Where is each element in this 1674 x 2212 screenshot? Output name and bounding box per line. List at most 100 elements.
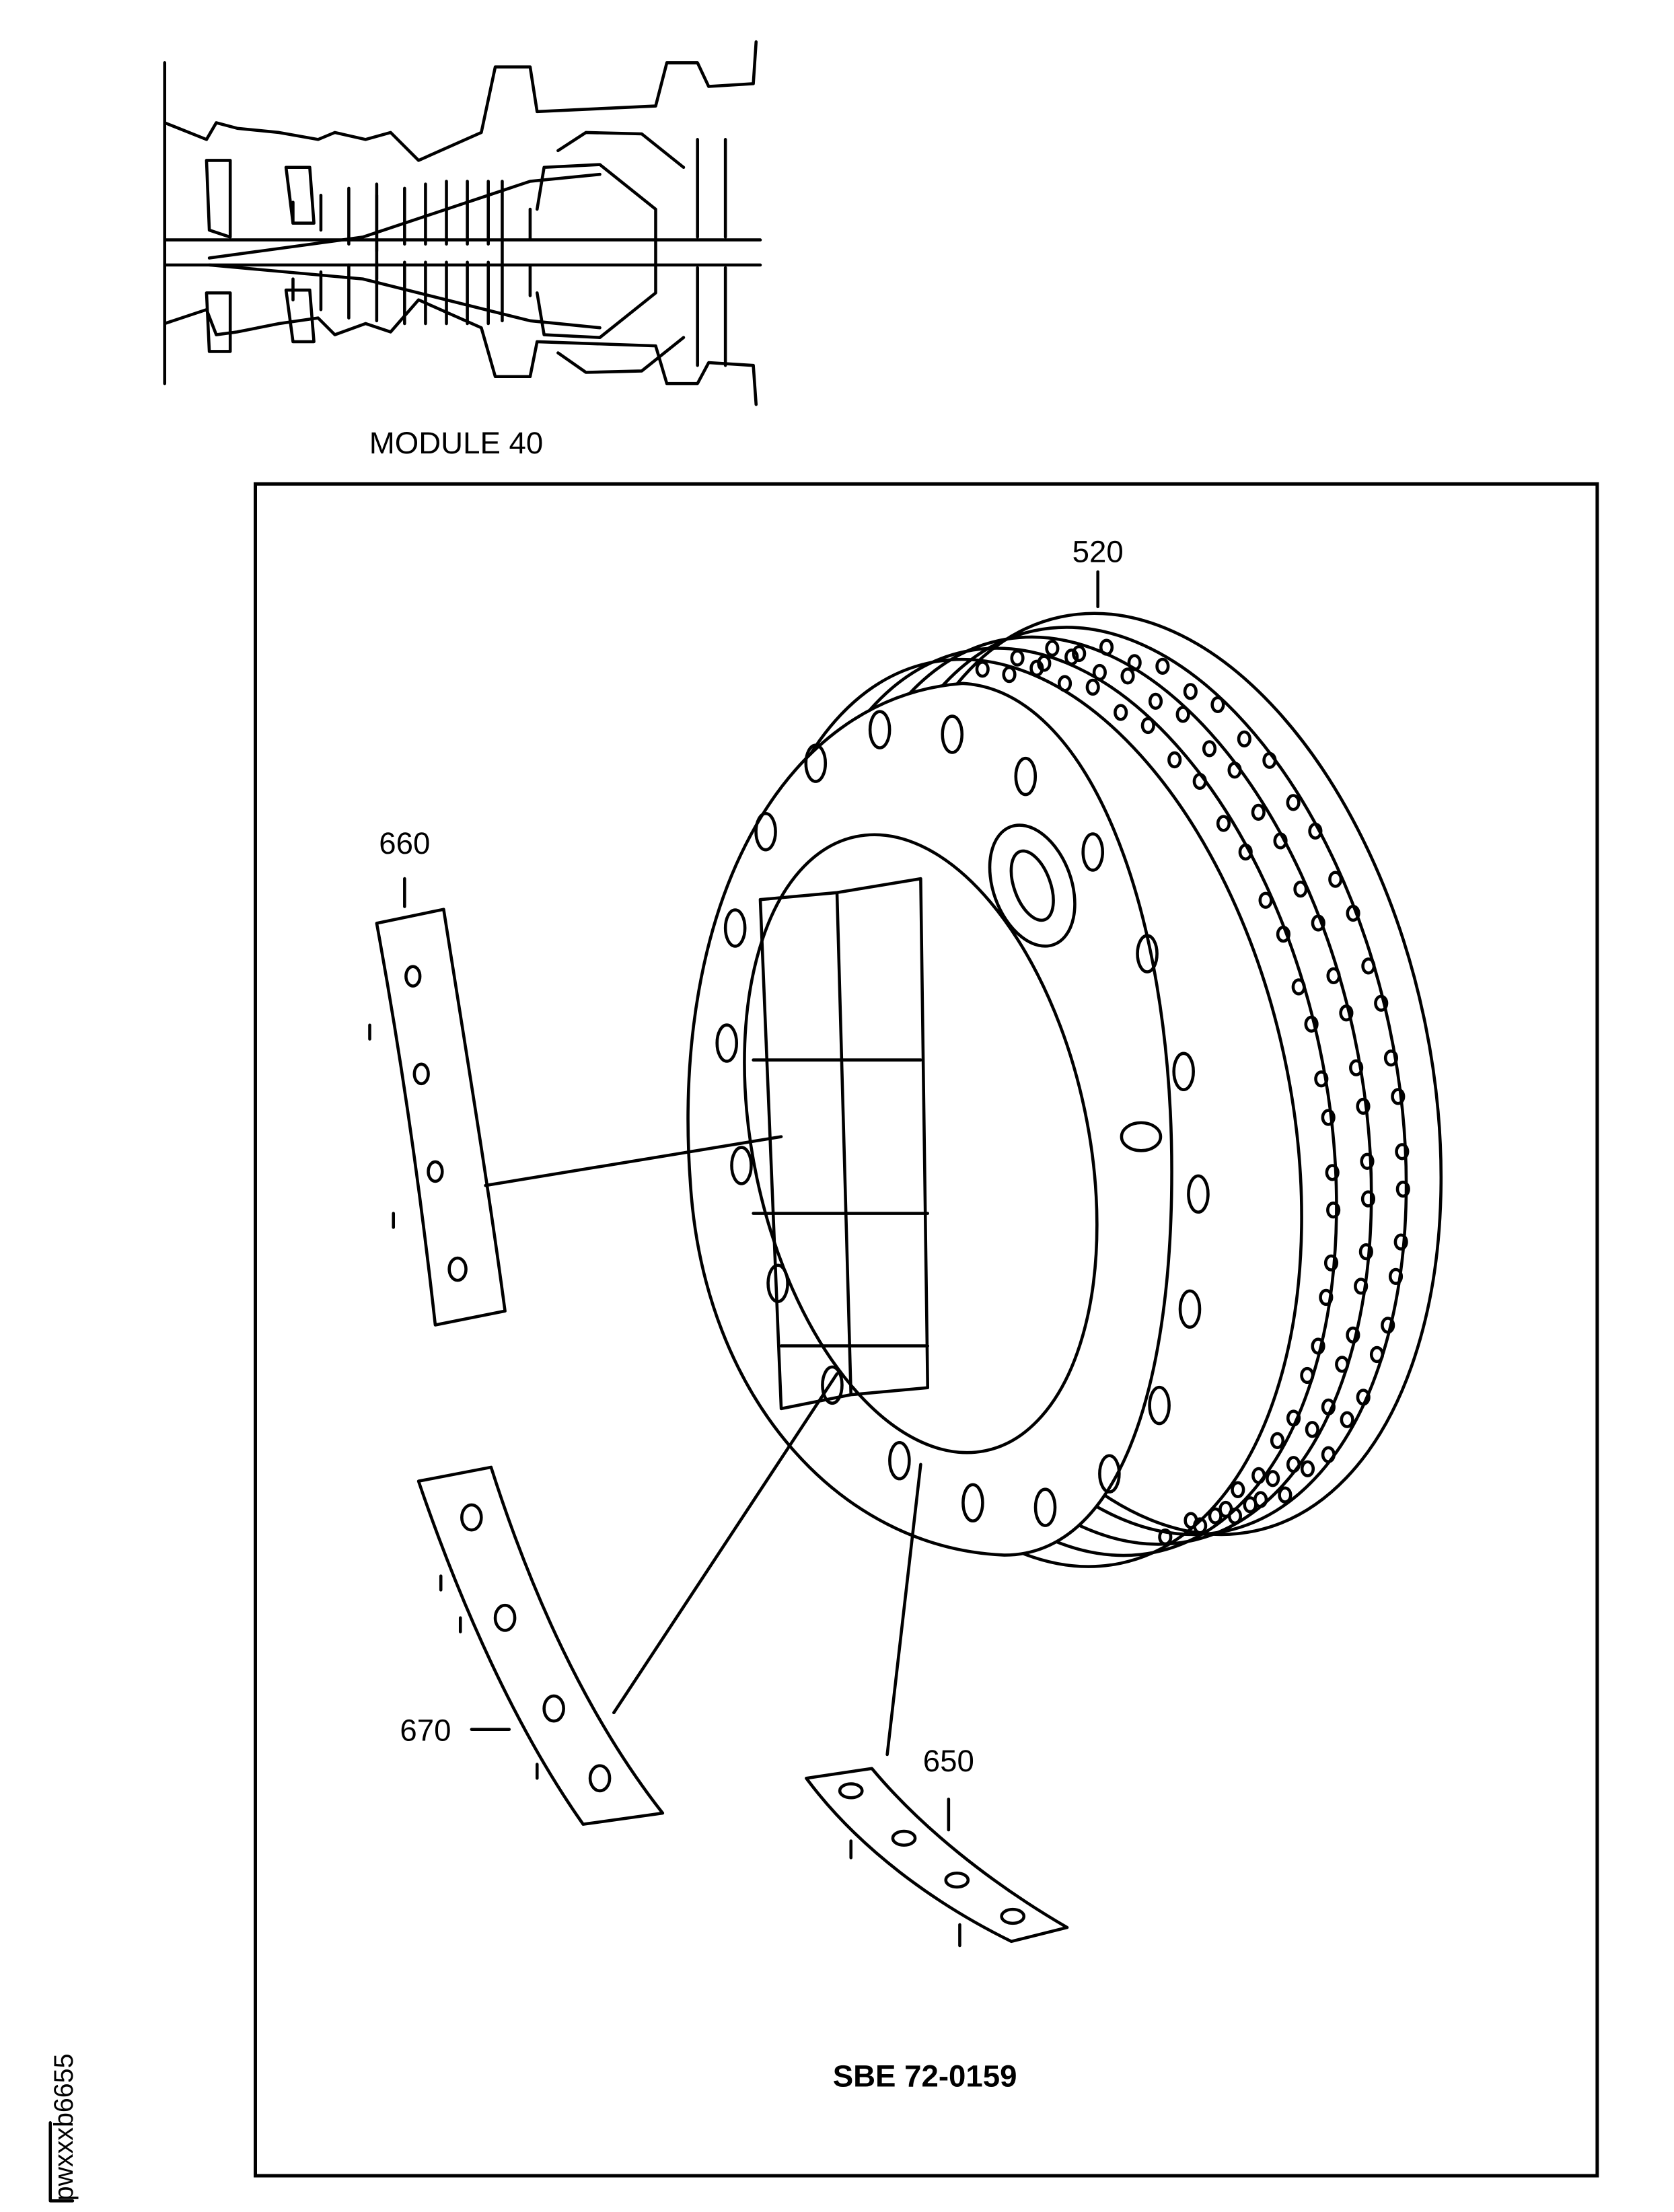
cooling-hole: [1045, 639, 1060, 657]
cooling-hole: [1276, 925, 1290, 943]
cooling-hole: [1300, 1366, 1315, 1385]
cooling-hole: [1286, 1409, 1301, 1427]
ring-bolt-hole: [723, 908, 747, 948]
cooling-hole: [1354, 1278, 1369, 1295]
ring-bolt-hole: [730, 1146, 753, 1185]
cooling-hole: [1114, 704, 1128, 721]
pointer-line-660: [484, 1135, 783, 1187]
cooling-hole: [1346, 904, 1360, 922]
callout-660: 660: [379, 826, 430, 860]
cooling-hole: [1140, 716, 1155, 735]
cooling-hole: [1293, 880, 1308, 898]
cooling-hole: [1395, 1180, 1410, 1198]
cooling-hole: [1319, 1288, 1334, 1306]
callout-670: 670: [400, 1713, 451, 1747]
ring-bolt-hole: [766, 1263, 789, 1303]
ring-bolt-hole: [961, 1483, 984, 1523]
cooling-hole: [1037, 655, 1052, 672]
cooling-hole: [1238, 843, 1253, 861]
cooling-hole: [1308, 822, 1323, 840]
cooling-hole: [1321, 1446, 1336, 1463]
cooling-hole: [1193, 1517, 1208, 1535]
cooling-hole: [1148, 692, 1163, 710]
cooling-hole: [1002, 665, 1017, 684]
cooling-hole: [1383, 1049, 1399, 1067]
cooling-hole: [1305, 1421, 1319, 1438]
cooling-hole: [1085, 678, 1100, 696]
cooling-hole: [1158, 1528, 1173, 1546]
cooling-hole: [1321, 1398, 1336, 1416]
cooling-hole: [1300, 1460, 1315, 1477]
callout-650: 650: [923, 1744, 974, 1778]
cooling-hole: [1393, 1233, 1408, 1251]
cooling-hole: [1328, 871, 1343, 888]
cooling-hole: [1208, 1507, 1223, 1524]
cooling-hole: [1326, 1202, 1341, 1219]
cooling-hole: [1099, 638, 1114, 656]
ring-bolt-hole: [888, 1440, 911, 1481]
cooling-hole: [1251, 1467, 1266, 1485]
ring-bolt-hole: [941, 714, 964, 754]
cooling-hole: [1202, 740, 1217, 758]
cooling-hole: [1064, 649, 1079, 666]
cooling-hole: [1216, 815, 1231, 832]
figure-id: pwxxxb6655: [49, 2054, 79, 2201]
cooling-hole: [1358, 1243, 1373, 1261]
cooling-hole: [1258, 891, 1273, 909]
cooling-hole: [1253, 1491, 1268, 1508]
cooling-hole: [1127, 654, 1142, 671]
cooling-hole: [1395, 1143, 1410, 1160]
cooling-hole: [1273, 832, 1288, 850]
cooling-hole: [1314, 1070, 1329, 1088]
ring-bolt-hole: [1172, 1052, 1195, 1092]
cooling-hole: [1237, 730, 1251, 747]
cooling-hole: [1286, 794, 1301, 811]
cooling-hole: [1356, 1389, 1371, 1406]
cooling-hole: [1340, 1411, 1354, 1428]
liner-segment-650: [805, 1767, 1069, 1948]
ring-bolt-hole: [1187, 1174, 1210, 1214]
cooling-hole: [1321, 1109, 1336, 1126]
cooling-hole: [1356, 1097, 1371, 1115]
cooling-hole: [1325, 1164, 1340, 1181]
ring-bolt-hole: [1033, 1487, 1057, 1527]
cooling-hole: [1311, 914, 1325, 932]
cooling-hole: [1251, 803, 1266, 821]
cooling-hole: [1072, 644, 1087, 663]
cooling-hole: [1278, 1486, 1293, 1504]
cooling-hole: [1183, 683, 1198, 700]
cooling-hole: [1231, 1481, 1245, 1498]
liner-segment-670: [416, 1465, 665, 1826]
cooling-hole: [1360, 1152, 1375, 1170]
cooling-hole: [1335, 1356, 1350, 1373]
bulletin-reference: SBE 72-0159: [833, 2059, 1017, 2093]
ring-bolt-hole: [804, 743, 828, 783]
ring-bolt-hole: [1148, 1385, 1171, 1426]
cooling-hole: [1346, 1326, 1360, 1344]
cooling-hole: [1361, 957, 1376, 975]
ring-bolt-hole: [1014, 756, 1038, 797]
cooling-hole: [1227, 1507, 1243, 1525]
cooling-hole: [1388, 1267, 1404, 1285]
cooling-hole: [1167, 751, 1182, 769]
cooling-hole: [1266, 1470, 1280, 1487]
cooling-hole: [1270, 1432, 1285, 1449]
ring-bolt-hole: [1098, 1454, 1121, 1494]
cooling-hole: [1120, 667, 1135, 685]
engine-cross-section-diagram: [163, 40, 762, 406]
cooling-hole: [1391, 1088, 1406, 1105]
cooling-hole: [1304, 1015, 1319, 1033]
pointer-line-670: [612, 1372, 839, 1715]
cooling-hole: [1369, 1345, 1385, 1364]
cooling-hole: [1374, 994, 1389, 1012]
cooling-hole: [1192, 772, 1207, 790]
cooling-hole: [1262, 751, 1277, 769]
cooling-hole: [975, 661, 990, 678]
cooling-hole: [1057, 675, 1072, 692]
cooling-hole: [1227, 762, 1242, 779]
pointer-line-650: [885, 1463, 922, 1757]
cooling-hole: [1291, 978, 1306, 996]
cooling-hole: [1175, 706, 1190, 723]
cooling-hole: [1155, 657, 1170, 675]
